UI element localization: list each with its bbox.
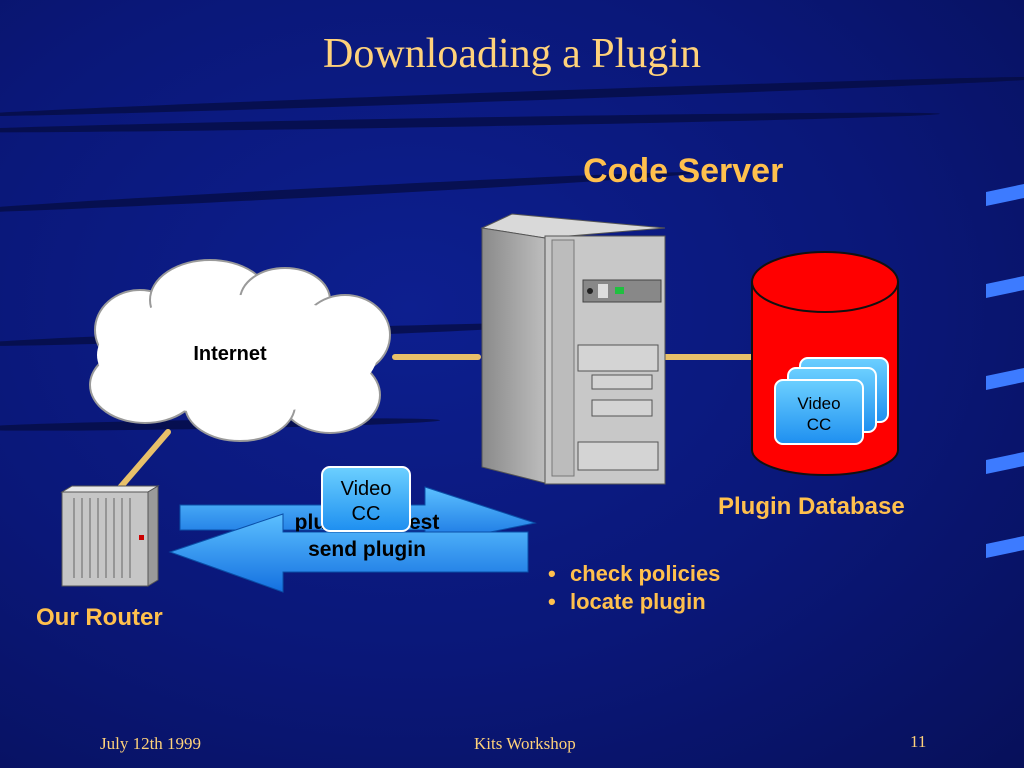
send-plugin-arrow: [168, 513, 529, 593]
router-icon: [60, 485, 160, 587]
server-actions-list: check policies locate plugin: [548, 560, 720, 616]
moving-plugin-card: [321, 466, 411, 532]
cable-router-internet: [115, 429, 171, 493]
code-server-label: Code Server: [583, 152, 784, 190]
slide-title: Downloading a Plugin: [323, 31, 701, 77]
arrow-card-line2: CC: [352, 503, 381, 525]
internet-cloud-icon: [89, 259, 391, 442]
plugin-database-label: Plugin Database: [718, 493, 905, 520]
bullet-item: check policies: [548, 560, 720, 588]
code-server-tower-icon: [480, 213, 666, 485]
send-plugin-label: send plugin: [308, 538, 426, 561]
footer-date: July 12th 1999: [100, 734, 202, 753]
footer-event: Kits Workshop: [474, 734, 576, 753]
network-cables: [115, 354, 755, 493]
internet-label: Internet: [193, 343, 267, 365]
footer-page-number: 11: [910, 732, 927, 751]
database-plugin-cards: [774, 357, 889, 445]
our-router-label: Our Router: [36, 604, 163, 631]
db-card-line1: Video: [797, 394, 840, 413]
bullet-item: locate plugin: [548, 588, 720, 616]
db-card-line2: CC: [807, 415, 832, 434]
arrow-card-line1: Video: [341, 478, 392, 500]
